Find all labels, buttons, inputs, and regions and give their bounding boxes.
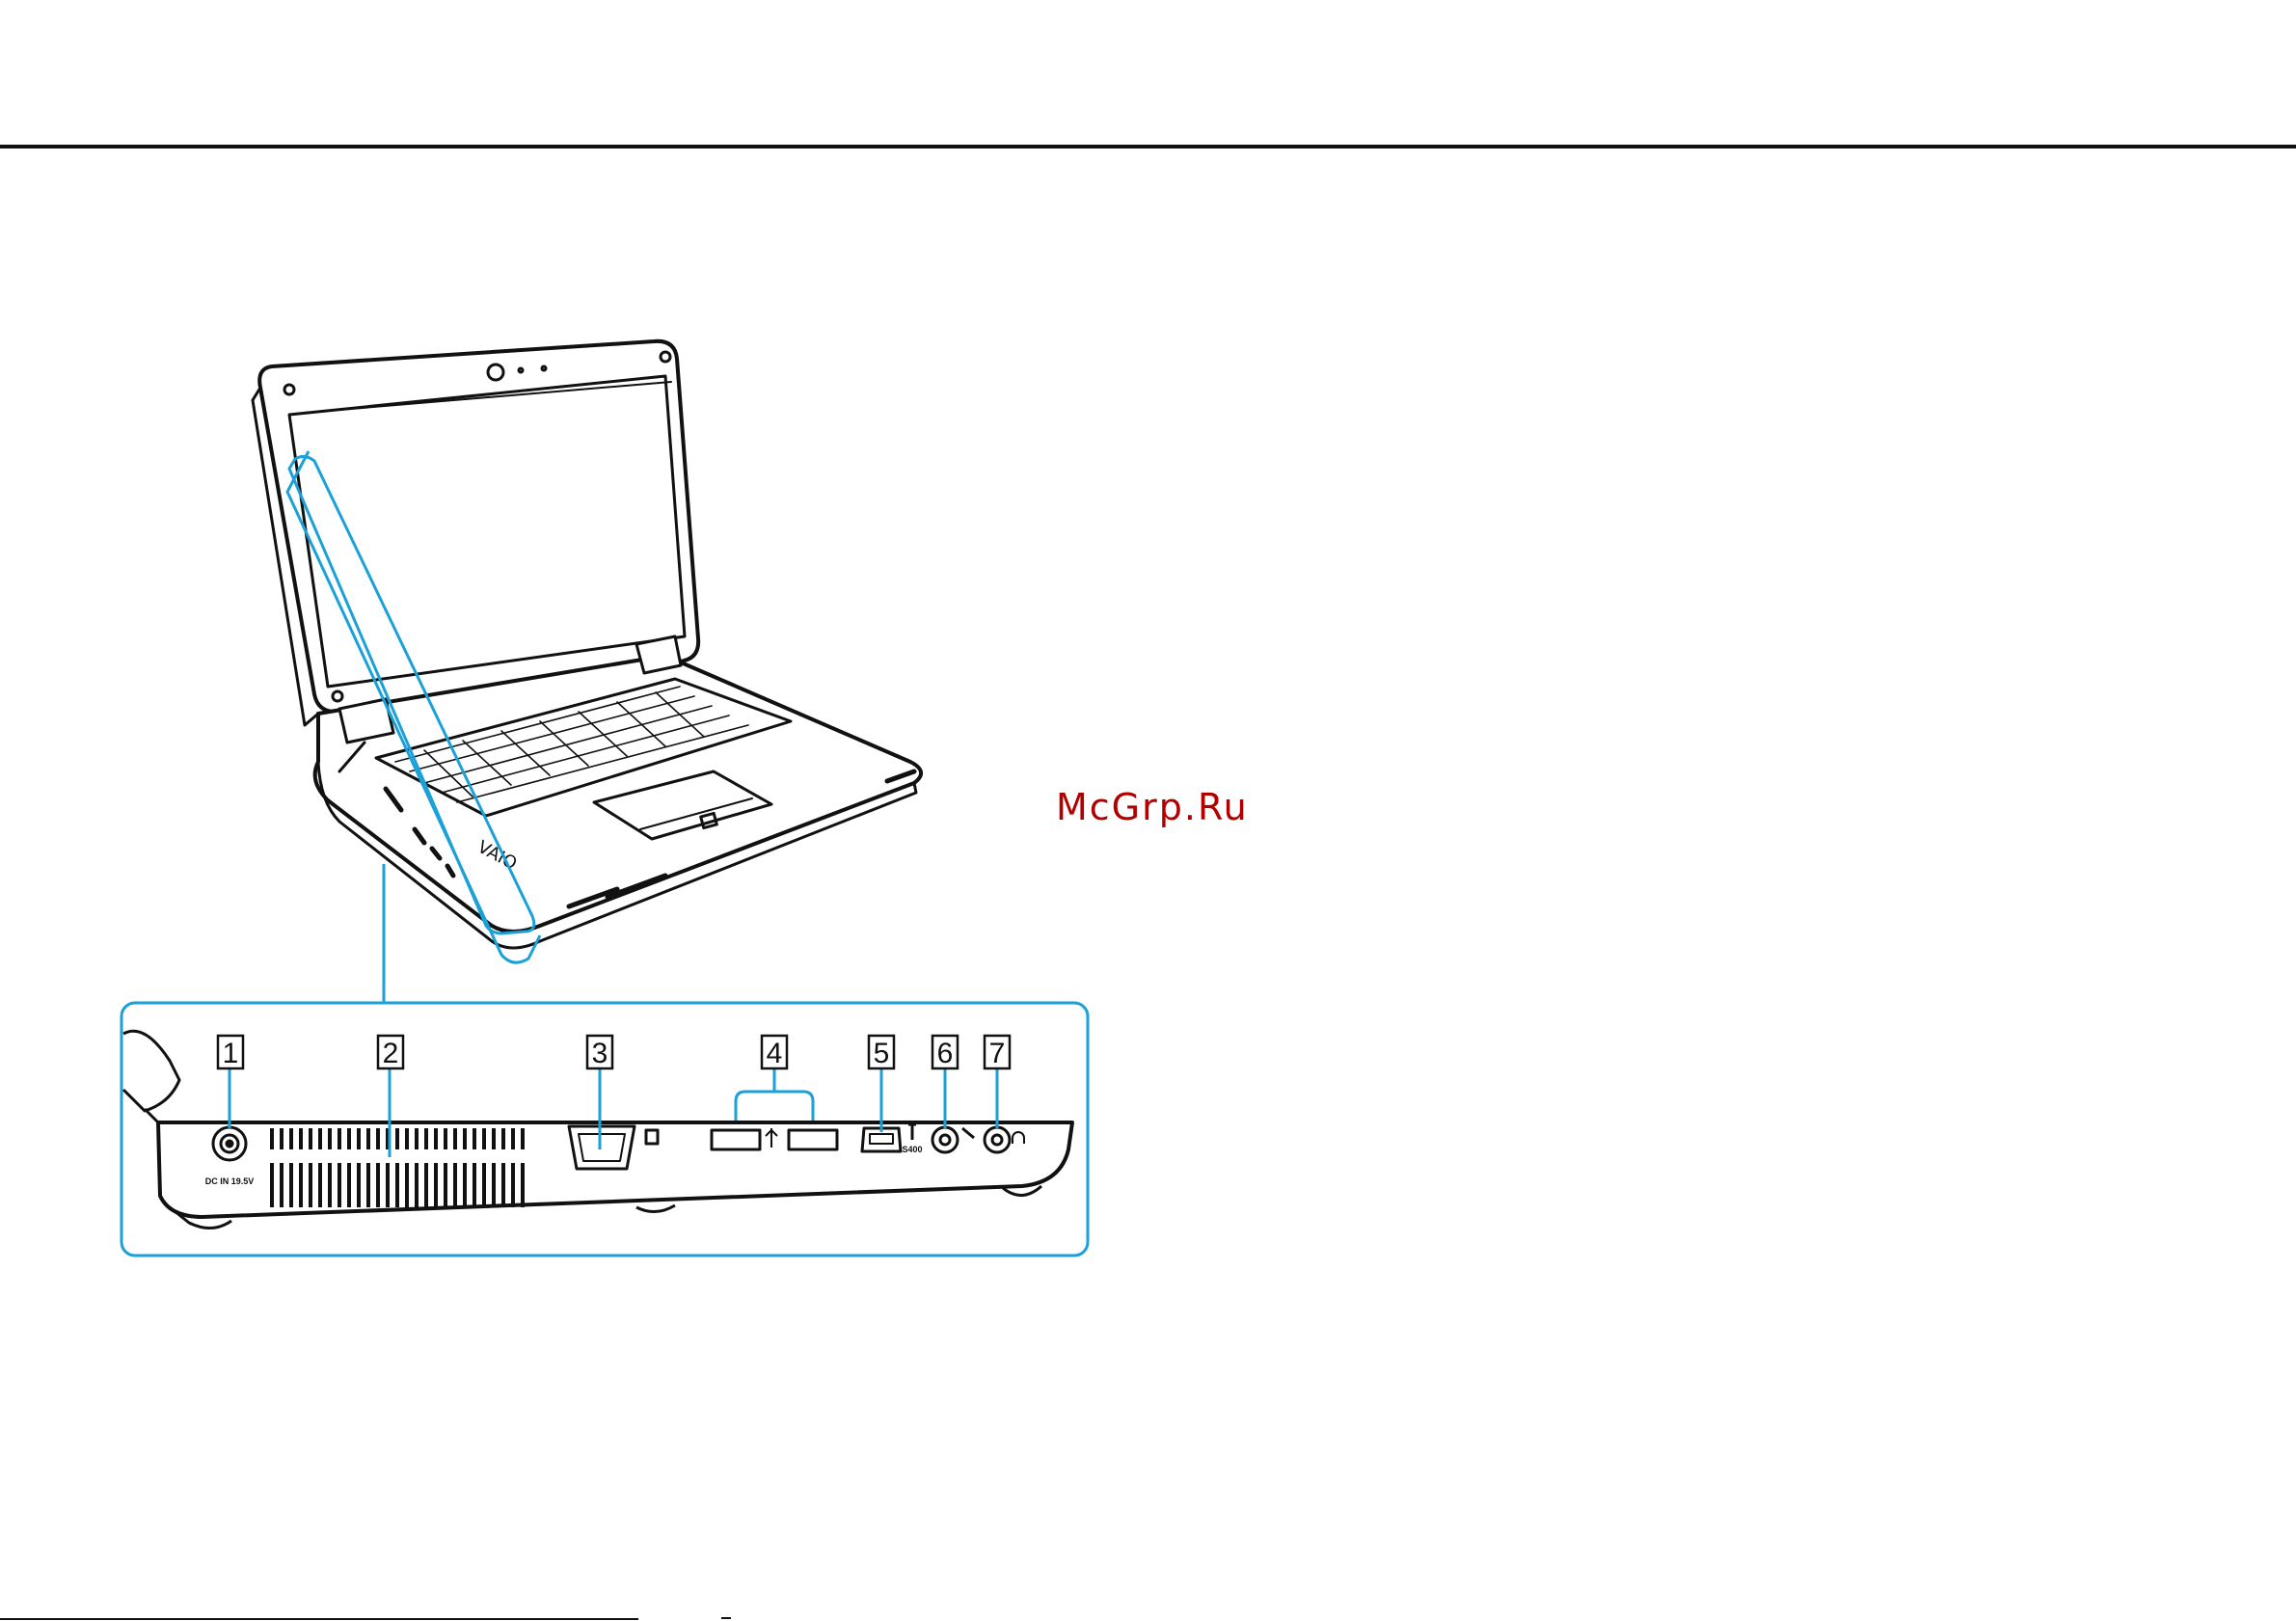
dc-in-label: DC IN 19.5V xyxy=(205,1176,255,1186)
port-number-3: 3 xyxy=(592,1038,608,1069)
port-number-4: 4 xyxy=(767,1038,783,1069)
ilink-speed-label: S400 xyxy=(902,1145,922,1154)
port-number-7: 7 xyxy=(989,1038,1006,1069)
port-number-boxes xyxy=(218,1036,1010,1068)
footer-rule xyxy=(0,1618,638,1620)
footer-mark xyxy=(721,1617,731,1619)
vent-grille xyxy=(272,1128,523,1207)
port-number-1: 1 xyxy=(223,1038,239,1069)
port-number-6: 6 xyxy=(937,1038,954,1069)
port-number-2: 2 xyxy=(383,1038,399,1069)
watermark: McGrp.Ru xyxy=(1056,786,1249,828)
port-number-5: 5 xyxy=(874,1038,890,1069)
